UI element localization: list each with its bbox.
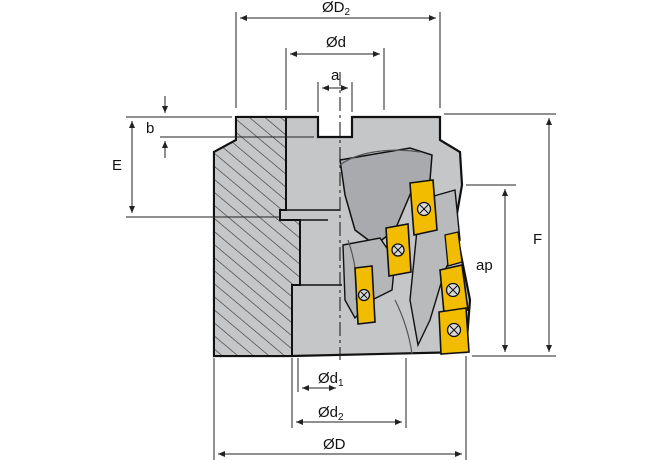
insert-middle bbox=[385, 223, 412, 277]
insert-lower-left bbox=[354, 265, 376, 325]
label-F: F bbox=[533, 231, 542, 248]
label-b: b bbox=[146, 120, 154, 137]
inserts bbox=[354, 179, 470, 355]
dimension-labels: ØD2 Ød a b E F ap Ød1 Ød2 ØD bbox=[112, 0, 542, 453]
insert-edge bbox=[444, 231, 463, 267]
insert-right-lower bbox=[438, 307, 470, 355]
label-D: ØD bbox=[323, 436, 346, 453]
label-E: E bbox=[112, 157, 122, 174]
label-a: a bbox=[331, 67, 340, 84]
label-ap: ap bbox=[476, 257, 493, 274]
insert-right-upper bbox=[439, 264, 469, 314]
label-D2: ØD2 bbox=[322, 0, 351, 18]
chip-pocket-upper bbox=[339, 147, 433, 246]
key-slot bbox=[317, 117, 353, 138]
label-d: Ød bbox=[326, 34, 346, 51]
dimensions bbox=[126, 12, 556, 460]
label-d1: Ød1 bbox=[318, 370, 344, 389]
insert-top bbox=[409, 179, 438, 236]
label-d2: Ød2 bbox=[318, 404, 344, 423]
cutter-body bbox=[212, 115, 472, 358]
